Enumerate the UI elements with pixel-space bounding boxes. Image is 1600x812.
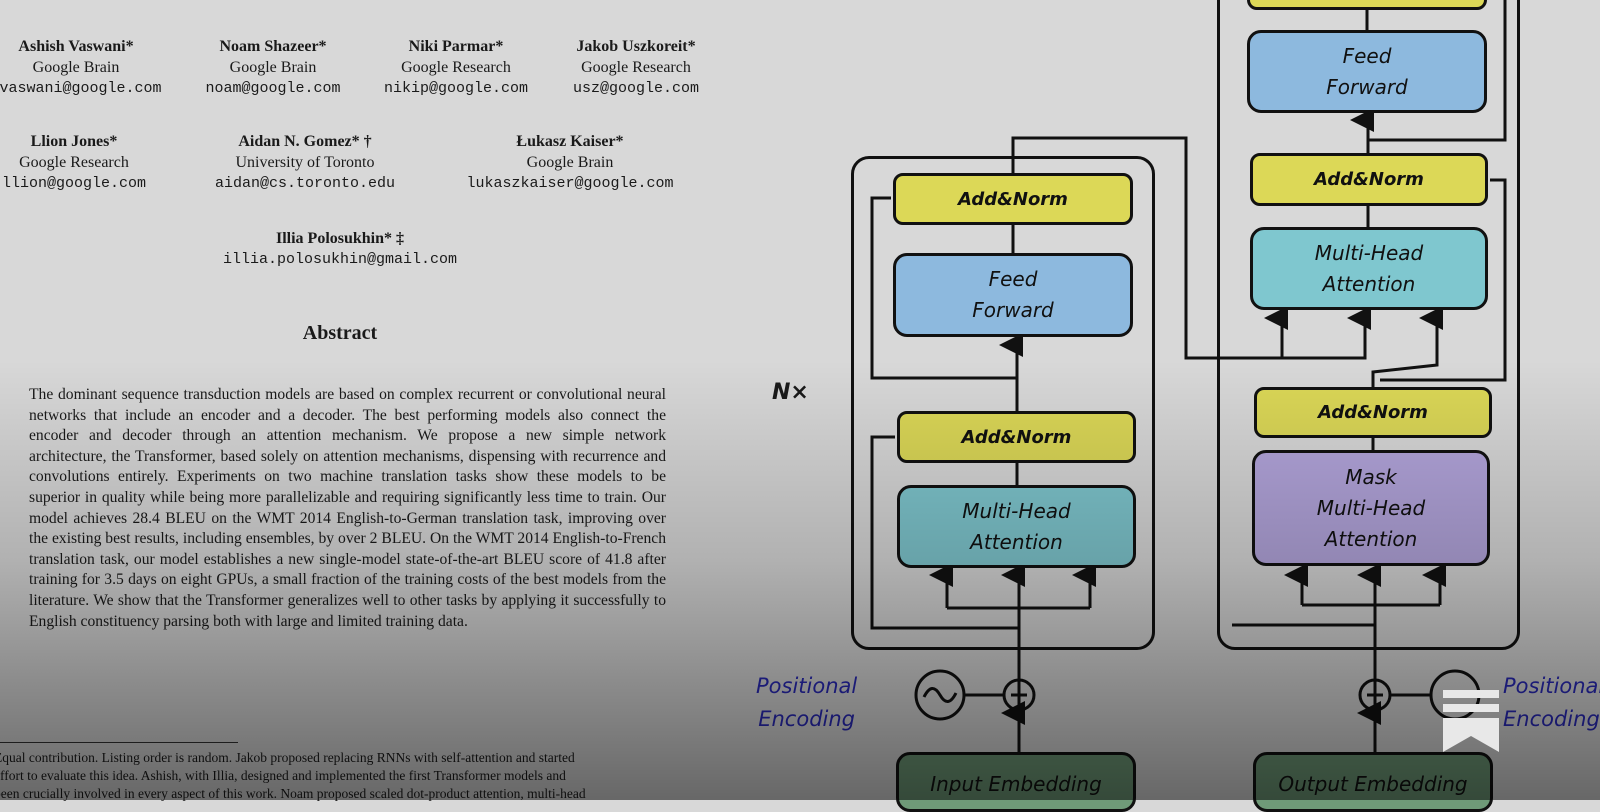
decoder-masked-attention: Mask Multi-Head Attention: [1252, 450, 1490, 566]
output-embedding: Output Embedding: [1253, 752, 1493, 812]
decoder-multi-head-attention: Multi-Head Attention: [1250, 227, 1488, 310]
encoder-add-norm-bottom: Add&Norm: [897, 411, 1136, 463]
positional-encoding-right: Positional Encoding: [1503, 674, 1600, 731]
encoder-add-norm-top: Add&Norm: [893, 173, 1133, 225]
input-embedding: Input Embedding: [896, 752, 1136, 812]
encoder-multi-head-attention: Multi-Head Attention: [897, 485, 1136, 568]
decoder-feed-forward: Feed Forward: [1247, 30, 1487, 113]
positional-encoding-left: Positional Encoding: [756, 674, 858, 731]
substack-logo-icon: [1443, 690, 1499, 752]
decoder-add-norm-mid: Add&Norm: [1250, 153, 1488, 206]
nx-label: N×: [772, 380, 809, 405]
encoder-feed-forward: Feed Forward: [893, 253, 1133, 337]
decoder-add-norm-top: [1247, 0, 1487, 10]
decoder-add-norm-bottom: Add&Norm: [1254, 387, 1492, 438]
